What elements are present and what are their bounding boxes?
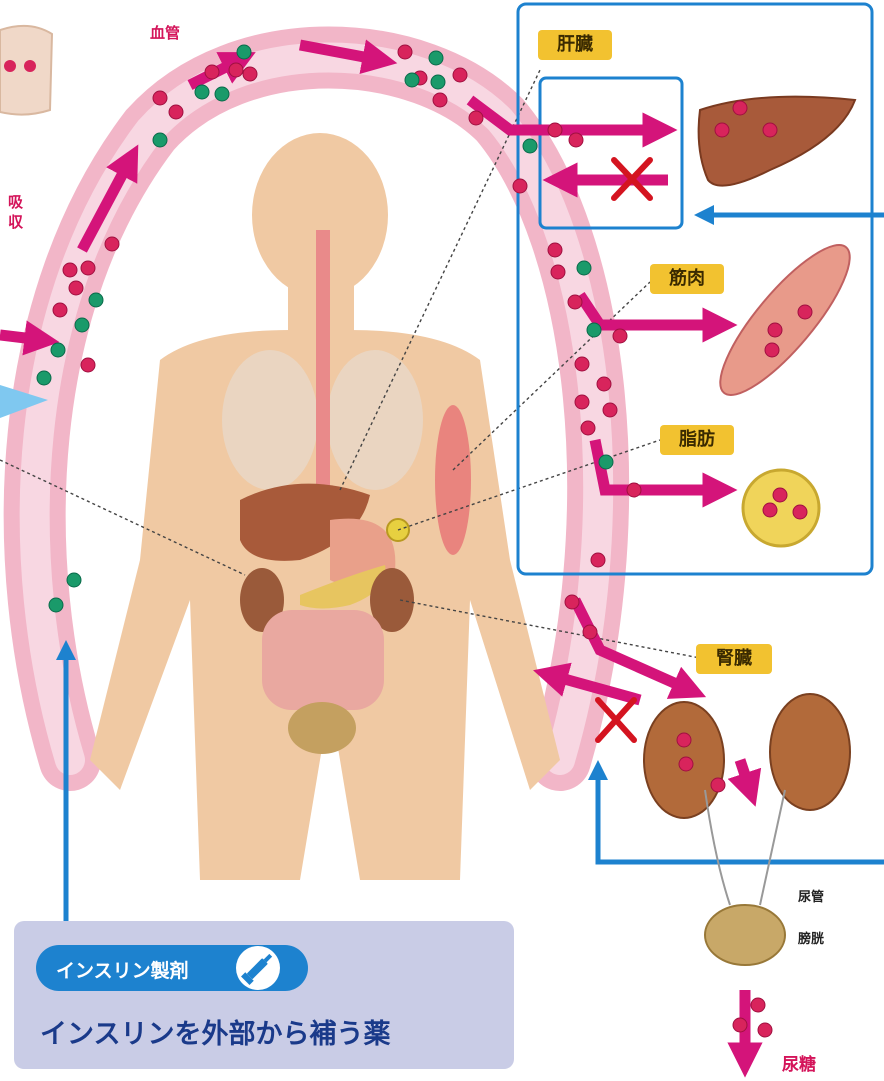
label-ureter: 尿管	[798, 886, 824, 905]
label-kidney: 腎臓	[696, 644, 772, 674]
label-absorption: 吸収	[8, 192, 26, 232]
label-muscle: 筋肉	[650, 264, 724, 294]
fat-cell	[743, 470, 819, 546]
human-body	[90, 133, 560, 880]
syringe-icon	[236, 946, 280, 990]
drug-pill-label: インスリン製剤	[56, 956, 189, 983]
label-urinary-sugar: 尿糖	[782, 1050, 816, 1075]
liver-organ	[699, 97, 855, 186]
muscle-organ	[702, 229, 867, 411]
ureters	[705, 790, 785, 905]
label-fat: 脂肪	[660, 425, 734, 455]
label-blood-vessel: 血管	[150, 22, 180, 43]
bladder-organ	[705, 905, 785, 965]
drug-description: インスリンを外部から補う薬	[40, 1012, 390, 1051]
label-bladder: 膀胱	[798, 928, 824, 947]
kidney-right	[770, 694, 850, 810]
label-liver: 肝臓	[538, 30, 612, 60]
